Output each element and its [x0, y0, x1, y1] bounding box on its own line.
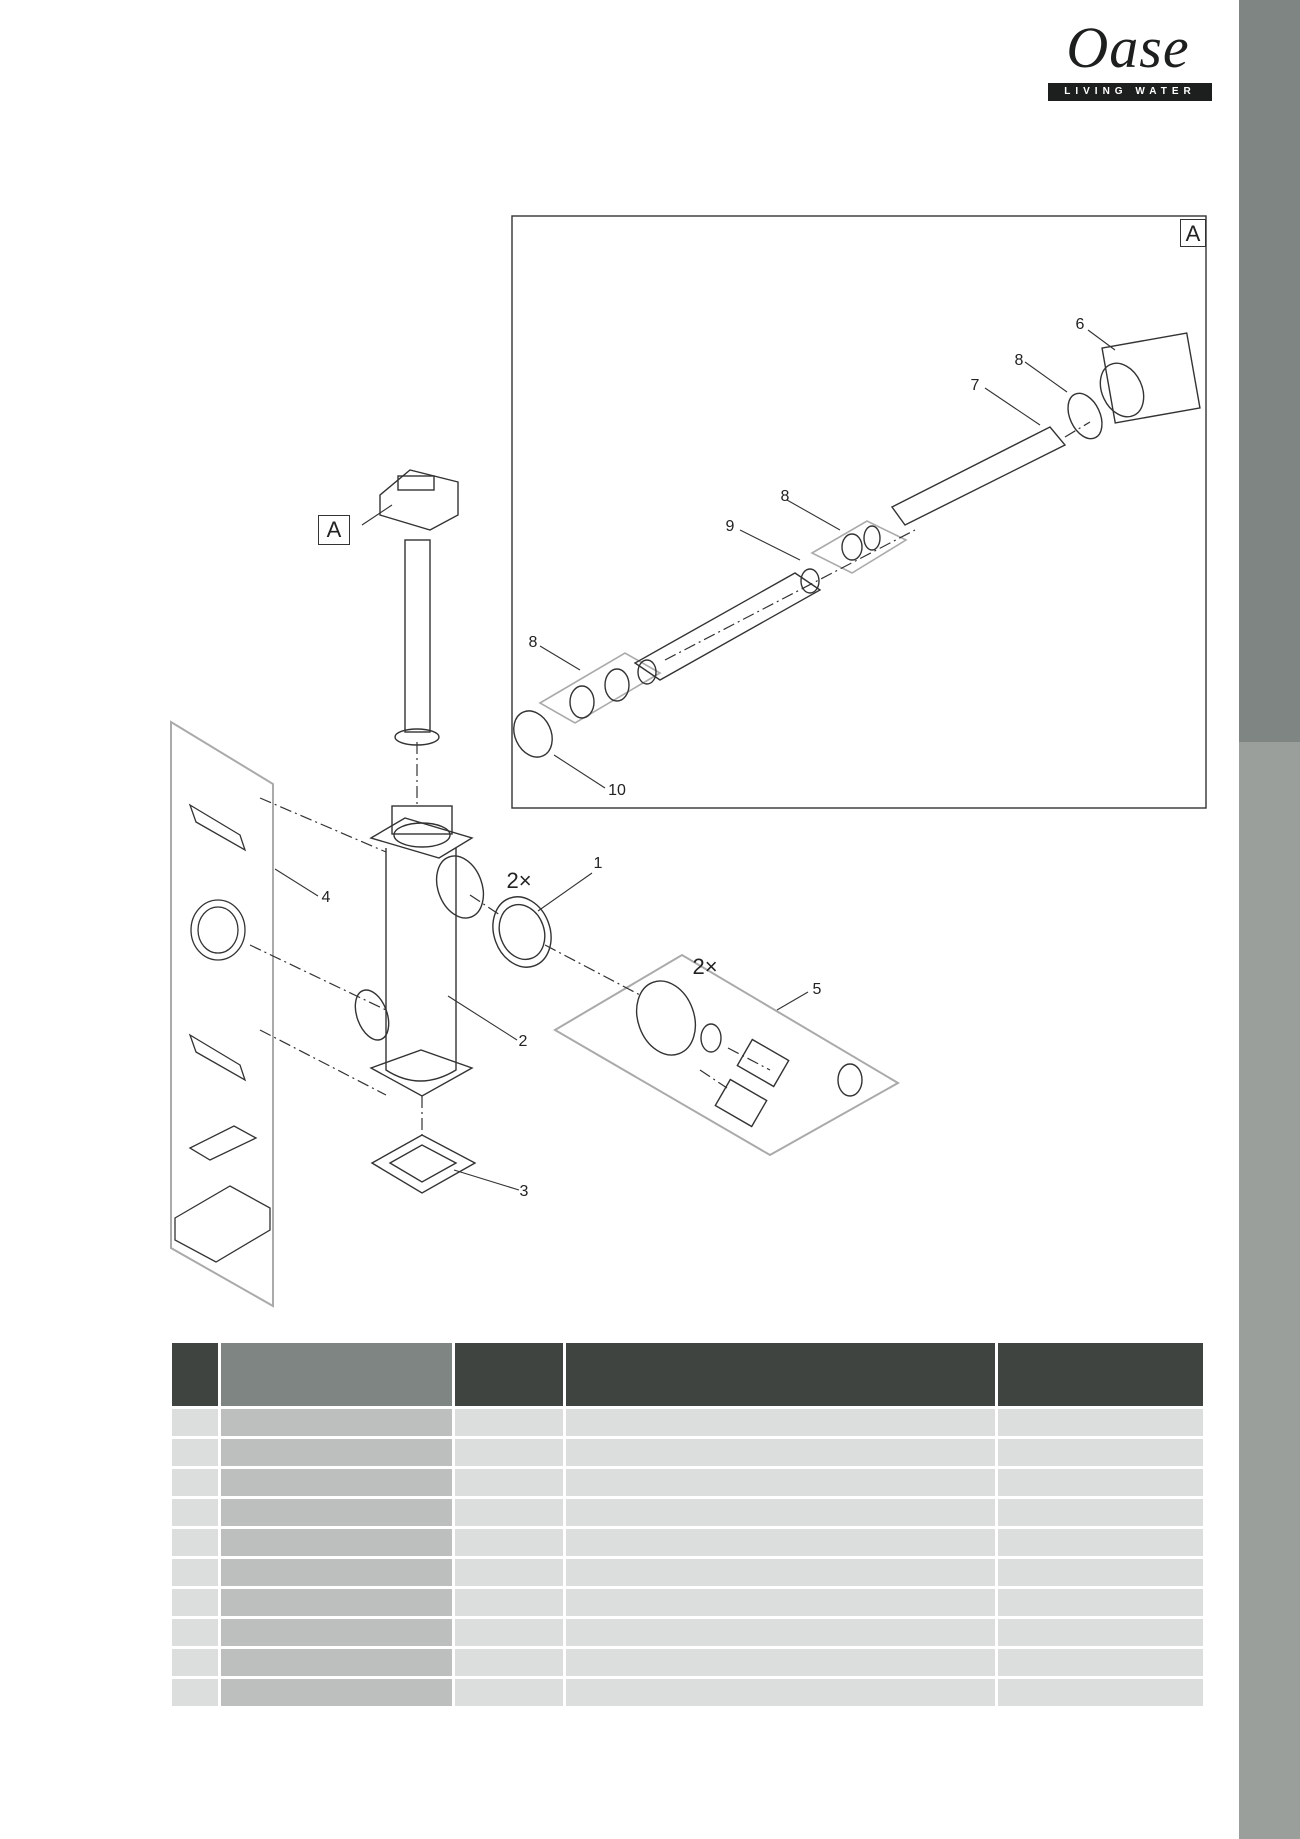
callout-8-bottom: 8	[528, 634, 538, 651]
callout-6: 6	[1075, 316, 1085, 333]
callout-8-middle: 8	[780, 488, 790, 505]
bracket-group-4	[170, 720, 274, 1308]
header-cell-1	[172, 1343, 218, 1406]
union-nut	[492, 896, 552, 968]
callout-1: 1	[593, 855, 603, 872]
table-row	[172, 1529, 1203, 1556]
callout-10: 10	[608, 782, 626, 799]
callout-8-top: 8	[1014, 352, 1024, 369]
exploded-view-diagram: A A 1 2 3 4 5 6 7 8 8 8 9 10 2× 2×	[170, 215, 1207, 1308]
parts-table	[169, 1340, 1206, 1709]
view-label-a: A	[318, 515, 350, 545]
brand-logo: Oase LIVING WATER	[1034, 15, 1222, 104]
lamp-head-6	[1101, 332, 1201, 424]
header-cell-4	[565, 1343, 996, 1406]
quartz-tube	[404, 539, 431, 733]
quantity-label-part-5: 2×	[692, 954, 718, 979]
table-row	[172, 1559, 1203, 1586]
inset-label-a: A	[1180, 219, 1206, 247]
table-row	[172, 1469, 1203, 1496]
inset-frame	[511, 215, 1207, 809]
diagram-drawing	[170, 215, 1207, 1308]
fitting-group-5	[553, 953, 900, 1157]
o-ring	[1067, 392, 1103, 440]
header-cell-2	[220, 1343, 453, 1406]
side-tab-lower	[1239, 742, 1300, 1839]
header-cell-5	[998, 1343, 1203, 1406]
quantity-label-part-1: 2×	[506, 868, 532, 893]
parts-table-body	[172, 1409, 1203, 1706]
callout-3: 3	[519, 1183, 529, 1200]
end-cap-10	[513, 710, 553, 758]
table-row	[172, 1589, 1203, 1616]
table-row	[172, 1679, 1203, 1706]
side-tab-upper	[1239, 0, 1300, 742]
callout-9: 9	[725, 518, 735, 535]
header-cell-3	[455, 1343, 563, 1406]
table-row	[172, 1409, 1203, 1436]
callout-5: 5	[812, 981, 822, 998]
parts-table-header	[172, 1343, 1203, 1406]
uv-lamp-7	[890, 426, 1067, 526]
logo-tagline: LIVING WATER	[1048, 83, 1212, 101]
table-row	[172, 1649, 1203, 1676]
lamp-head-small	[379, 469, 459, 531]
table-row	[172, 1499, 1203, 1526]
callout-7: 7	[970, 377, 980, 394]
callout-4: 4	[321, 889, 331, 906]
table-row	[172, 1619, 1203, 1646]
table-row	[172, 1439, 1203, 1466]
logo-wordmark: Oase	[1066, 15, 1190, 80]
housing-bottom-flange	[369, 1049, 474, 1097]
quartz-sleeve-9	[633, 572, 822, 681]
gasket	[370, 1134, 477, 1194]
housing-top-flange	[369, 817, 474, 859]
uv-housing	[385, 848, 457, 1082]
callout-2: 2	[518, 1033, 528, 1050]
